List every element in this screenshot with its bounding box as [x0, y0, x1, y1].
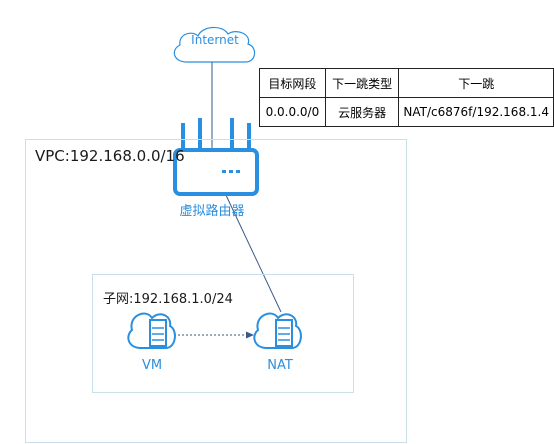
- header-next-hop: 下一跳: [398, 68, 554, 98]
- route-table: 目标网段 下一跳类型 下一跳 0.0.0.0/0 云服务器 NAT/c6876f…: [259, 68, 554, 127]
- internet-label: Internet: [191, 33, 239, 47]
- router-icon: [173, 118, 259, 196]
- vm-server-icon: [127, 312, 176, 349]
- arrow-head-icon: [246, 331, 254, 339]
- vpc-container: [25, 139, 407, 443]
- header-next-hop-type: 下一跳类型: [324, 68, 400, 98]
- table-row: 0.0.0.0/0 云服务器 NAT/c6876f/192.168.1.4: [259, 97, 554, 127]
- nat-label: NAT: [267, 358, 293, 373]
- route-table-header: 目标网段 下一跳类型 下一跳: [259, 68, 554, 98]
- cell-next-hop: NAT/c6876f/192.168.1.4: [398, 97, 554, 127]
- internet-cloud-icon: [173, 26, 256, 63]
- router-nat-link: [224, 192, 282, 313]
- router-label: 虚拟路由器: [179, 204, 245, 219]
- header-destination: 目标网段: [259, 68, 326, 98]
- cell-destination: 0.0.0.0/0: [259, 97, 326, 127]
- vm-label: VM: [141, 358, 163, 373]
- subnet-container: [92, 274, 354, 393]
- cell-next-hop-type: 云服务器: [324, 97, 400, 127]
- subnet-label: 子网:192.168.1.0/24: [103, 292, 233, 307]
- nat-server-icon: [253, 312, 302, 349]
- vpc-label: VPC:192.168.0.0/16: [35, 147, 185, 165]
